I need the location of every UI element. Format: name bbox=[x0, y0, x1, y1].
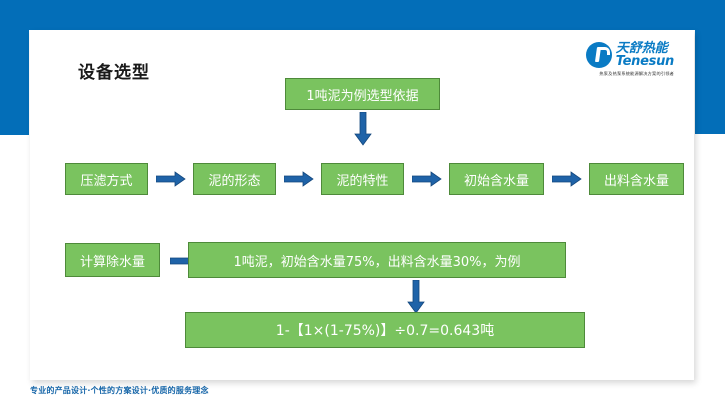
flow-box-result-formula: 1-【1×(1-75%)】÷0.7=0.643吨 bbox=[185, 312, 585, 348]
page-title: 设备选型 bbox=[78, 63, 150, 83]
brand-tagline: 热泵及热泵系统能源解决方案的引领者 bbox=[599, 70, 674, 76]
flow-box-calc-example: 1吨泥，初始含水量75%，出料含水量30%，为例 bbox=[188, 242, 566, 278]
slide-card: 设备选型 天舒热能 Tenesun 热泵及热泵系统能源解决方案的引领者 1吨泥为… bbox=[30, 30, 694, 380]
brand-wordmark: 天舒热能 Tenesun bbox=[615, 41, 675, 70]
flow-box-chain-4: 初始含水量 bbox=[449, 163, 544, 195]
brand-name-en: Tenesun bbox=[615, 54, 675, 70]
arrow-right-icon-2 bbox=[284, 171, 314, 187]
arrow-down-icon-premise bbox=[354, 112, 372, 146]
arrow-right-icon-1 bbox=[156, 171, 186, 187]
brand-logo-row: 天舒热能 Tenesun bbox=[585, 41, 675, 70]
arrow-right-icon-3 bbox=[412, 171, 442, 187]
brand-logo: 天舒热能 Tenesun 热泵及热泵系统能源解决方案的引领者 bbox=[554, 42, 674, 88]
flow-box-calc-label: 计算除水量 bbox=[65, 243, 160, 277]
arrow-right-icon-4 bbox=[552, 171, 582, 187]
right-accent-bar bbox=[695, 30, 725, 134]
arrow-down-icon-result bbox=[407, 280, 425, 314]
flow-box-chain-2: 泥的形态 bbox=[193, 163, 276, 195]
flow-box-chain-1: 压滤方式 bbox=[65, 163, 148, 195]
top-accent-bar bbox=[0, 0, 725, 30]
left-accent-bar bbox=[0, 30, 29, 135]
footer-tagline: 专业的产品设计·个性的方案设计·优质的服务理念 bbox=[30, 386, 209, 395]
flow-box-chain-5: 出料含水量 bbox=[589, 163, 684, 195]
flow-box-premise: 1吨泥为例选型依据 bbox=[285, 78, 440, 110]
flow-box-chain-3: 泥的特性 bbox=[321, 163, 404, 195]
brand-name-cn: 天舒热能 bbox=[615, 41, 668, 56]
tenesun-circle-icon bbox=[585, 42, 612, 69]
